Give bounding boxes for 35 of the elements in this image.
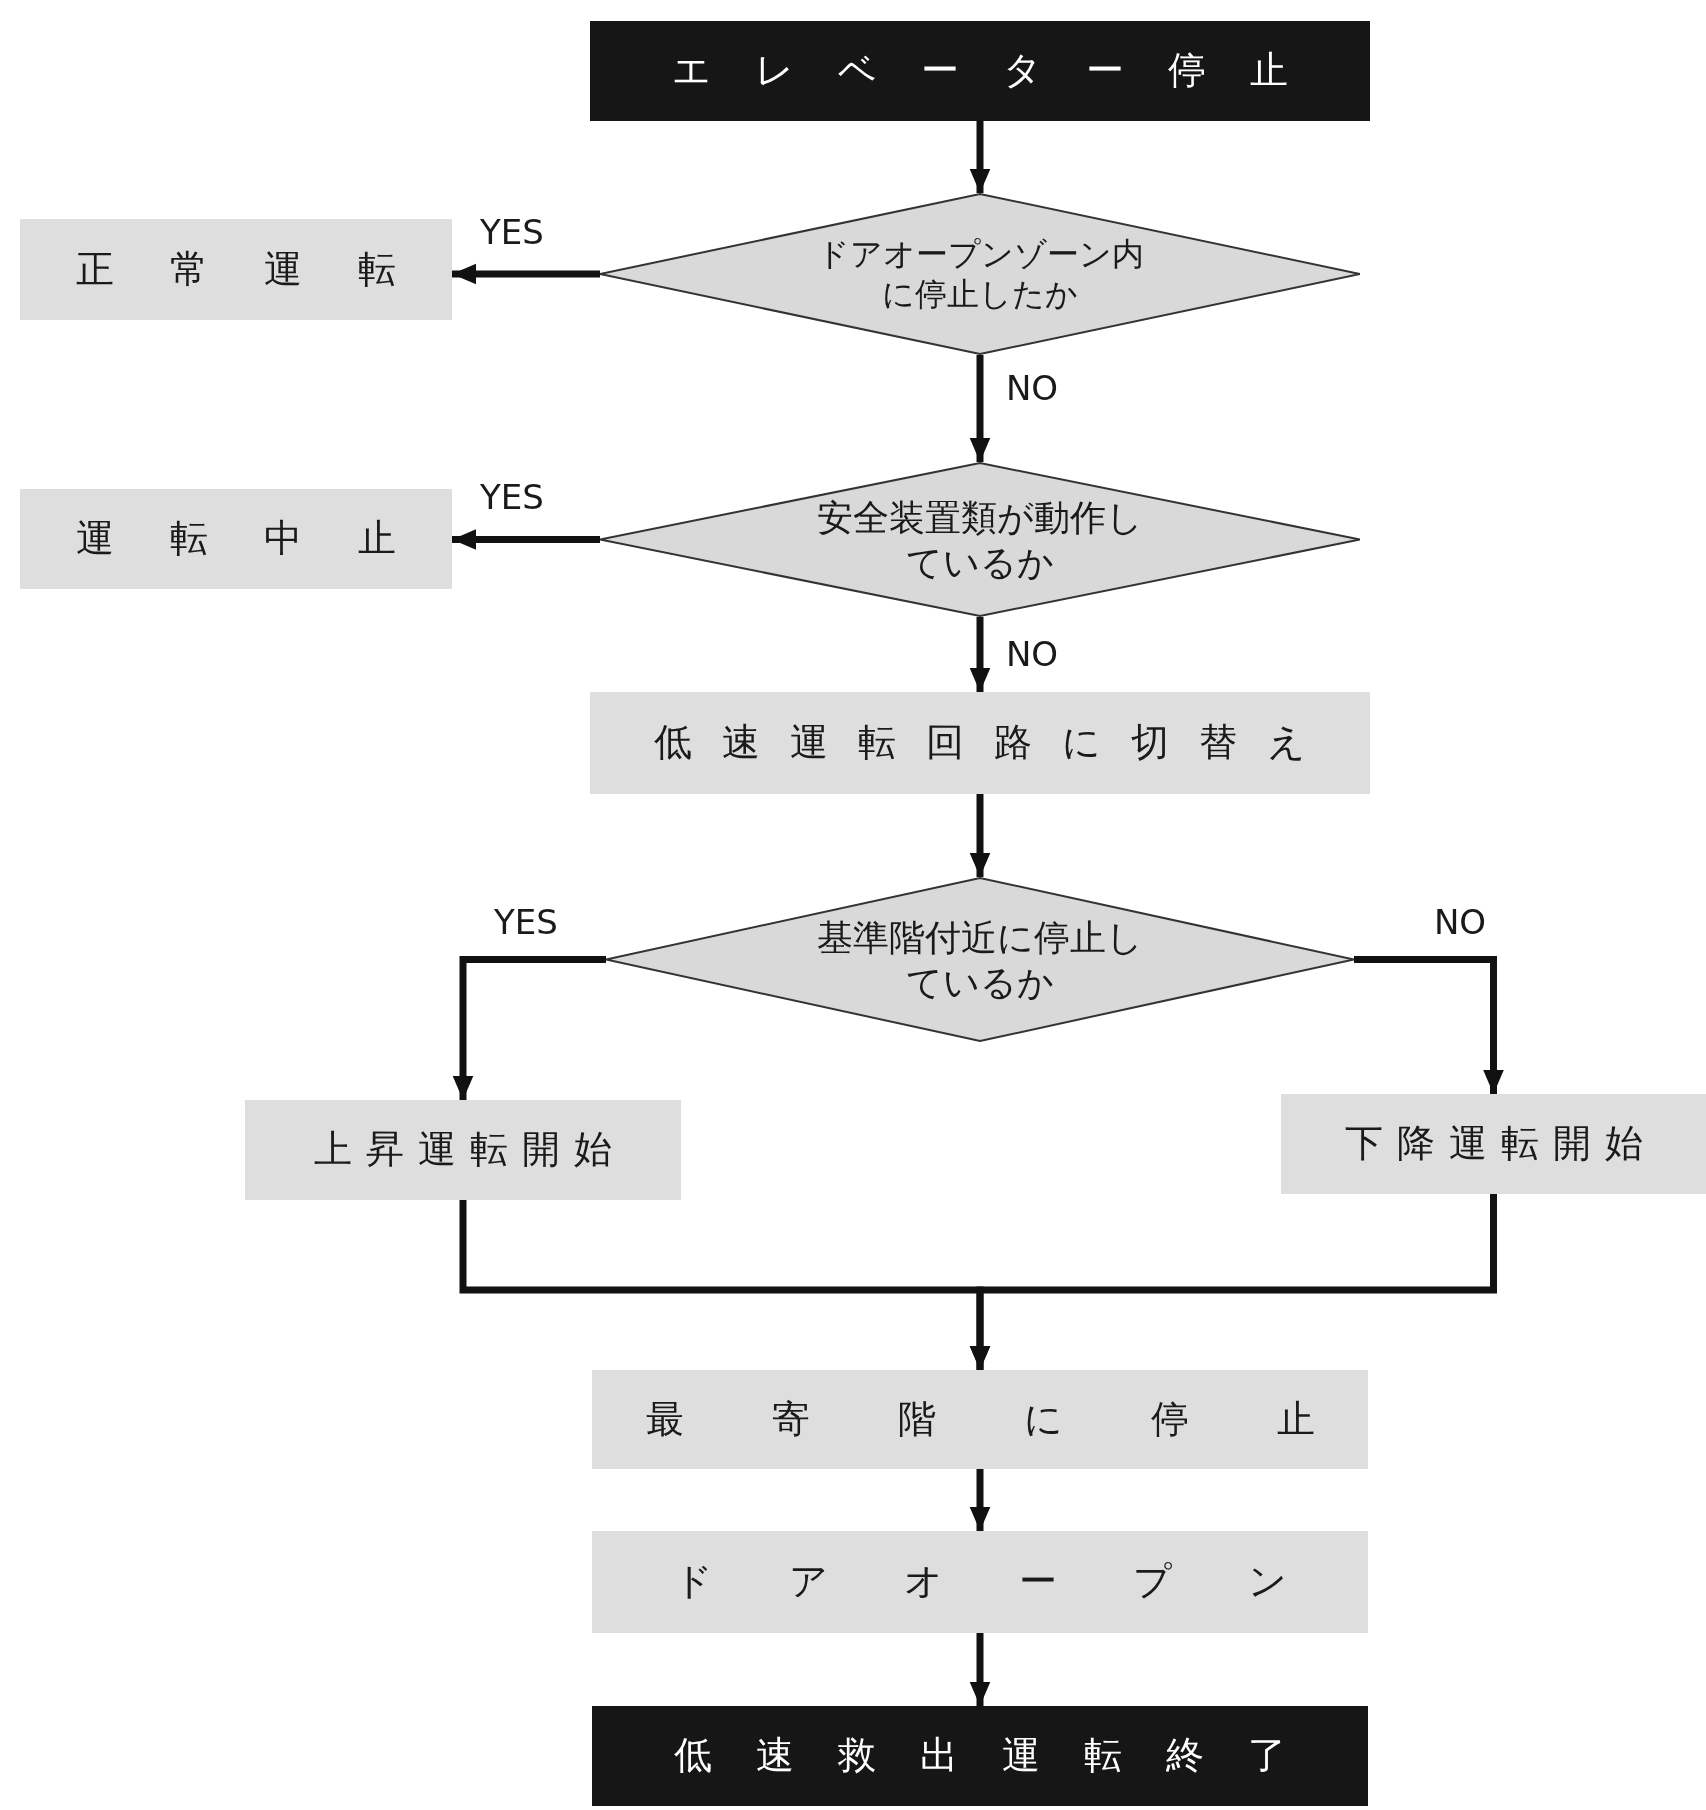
flow-arrow bbox=[969, 121, 991, 193]
flow-arrow bbox=[969, 1633, 991, 1706]
terminal-box bbox=[590, 21, 1370, 121]
process-box bbox=[20, 489, 452, 589]
node-label: 低速救出運転終了 bbox=[673, 1732, 1330, 1780]
node-label: 上昇運転開始 bbox=[313, 1126, 626, 1174]
flow-arrow bbox=[969, 355, 991, 462]
decision-diamond bbox=[606, 877, 1354, 1042]
node-label: 安全装置類が動作しているか bbox=[816, 495, 1144, 585]
node-label: ドアオープン bbox=[672, 1558, 1363, 1606]
process-box bbox=[592, 1531, 1368, 1633]
flow-arrow bbox=[452, 263, 600, 285]
flow-arrow bbox=[969, 1194, 1497, 1370]
terminal-box bbox=[592, 1706, 1368, 1806]
flow-arrow bbox=[969, 617, 991, 692]
decision-diamond bbox=[600, 193, 1360, 355]
node-label: 運転中止 bbox=[75, 515, 452, 563]
node-label: 低速運転回路に切替え bbox=[653, 719, 1336, 767]
flow-arrow bbox=[969, 794, 991, 877]
process-box bbox=[590, 692, 1370, 794]
flow-arrow bbox=[1354, 956, 1504, 1094]
decision-diamond bbox=[600, 462, 1360, 617]
process-box bbox=[245, 1100, 681, 1200]
node-label: ドアオープンゾーン内に停止したか bbox=[815, 234, 1145, 314]
process-box bbox=[592, 1370, 1368, 1469]
node-label: 正常運転 bbox=[75, 245, 452, 293]
node-label: 最寄階に停止 bbox=[644, 1395, 1403, 1443]
flow-arrow bbox=[452, 956, 606, 1100]
flow-arrow bbox=[969, 1469, 991, 1531]
process-box bbox=[20, 219, 452, 320]
node-label: 下降運転開始 bbox=[1343, 1120, 1657, 1168]
node-label: エレベーター停止 bbox=[671, 47, 1332, 95]
node-label: 基準階付近に停止しているか bbox=[816, 915, 1144, 1005]
flow-arrow bbox=[452, 529, 600, 550]
process-box bbox=[1281, 1094, 1706, 1194]
